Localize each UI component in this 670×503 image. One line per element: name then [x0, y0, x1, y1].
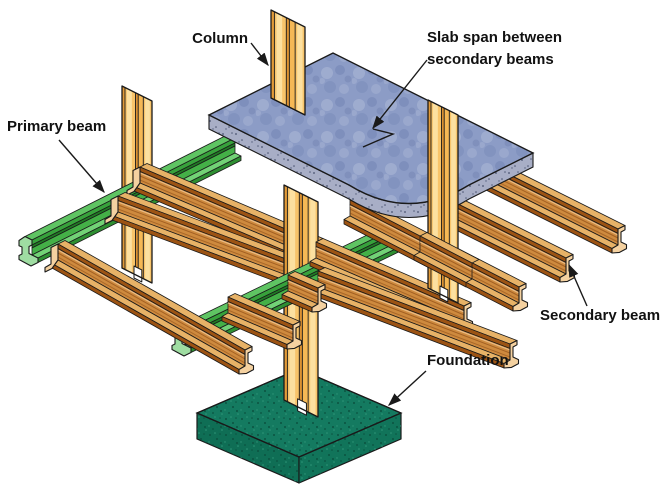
secondary-beam-6	[44, 240, 255, 375]
slab-span-label-line2: secondary beams	[427, 51, 554, 68]
slab-span-arrow-tail	[362, 128, 396, 148]
primary-beam-label: Primary beam	[7, 118, 107, 135]
secondary-beam-3-front-patch	[413, 232, 480, 288]
secondary-beam-stub-left	[221, 293, 303, 350]
slab-span-label: Slab span between secondary beams	[427, 27, 562, 71]
foundation-label: Foundation	[427, 352, 509, 369]
annotation-arrows	[58, 42, 588, 406]
slab-span-label-line1: Slab span between	[427, 29, 563, 46]
secondary-beam-5-right	[311, 267, 520, 369]
slab-span-arrow	[372, 59, 428, 130]
secondary-beam-arrow	[568, 263, 588, 307]
secondary-beam-label: Secondary beam	[540, 307, 661, 324]
secondary-beam-stub-middle	[281, 271, 328, 313]
primary-beam-arrow	[58, 139, 105, 194]
column-arrow	[250, 42, 269, 67]
column-top	[270, 9, 306, 116]
foundation-arrow	[387, 370, 427, 406]
concrete-slab	[207, 52, 535, 219]
foundation-block	[195, 368, 403, 484]
column-label: Column	[192, 30, 248, 47]
